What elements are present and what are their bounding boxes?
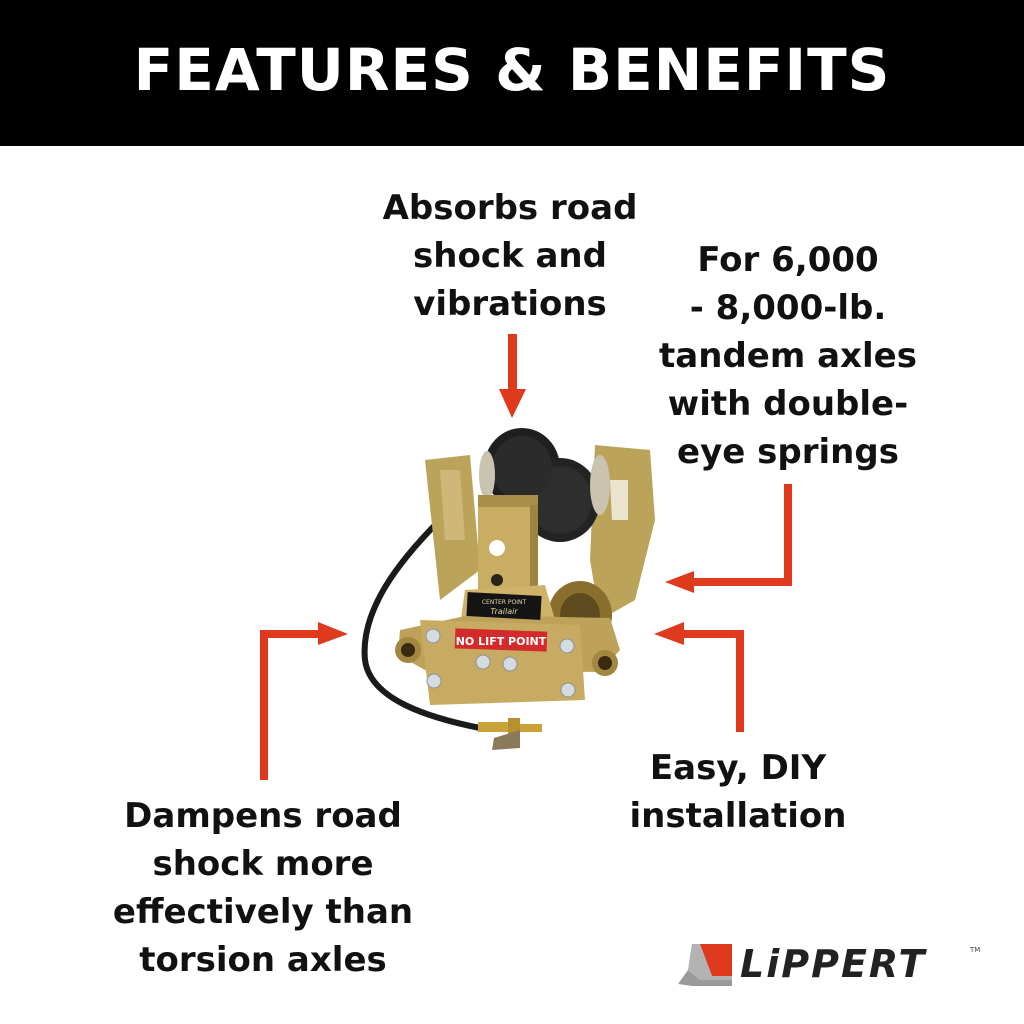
header-banner: FEATURES & BENEFITS [0, 0, 1024, 146]
air-suspension-product: CENTER POINT Trailair NO LIFT POINT [361, 428, 655, 750]
callout-line: Absorbs road [382, 188, 638, 228]
callout-line: shock more [152, 844, 374, 884]
arrow-left-easy-icon [654, 622, 744, 732]
callout-line: shock and [413, 236, 607, 276]
arrow-down-icon [499, 334, 526, 418]
callout-axle-capacity: For 6,000 - 8,000-lb. tandem axles with … [648, 236, 928, 476]
callout-dampens-shock: Dampens road shock more effectively than… [100, 792, 426, 984]
callout-line: installation [629, 796, 847, 836]
no-lift-point-label: NO LIFT POINT [456, 635, 547, 648]
logo-wordmark: LiPPERT [740, 942, 927, 986]
page-title: FEATURES & BENEFITS [133, 36, 891, 104]
callout-line: - 8,000-lb. [689, 288, 887, 328]
callout-easy-install: Easy, DIY installation [618, 744, 858, 840]
callout-line: Easy, DIY [649, 748, 827, 788]
callout-line: torsion axles [139, 940, 387, 980]
callout-line: For 6,000 [697, 240, 879, 280]
name-plate-text: CENTER POINT [482, 599, 527, 606]
callout-line: effectively than [112, 892, 414, 932]
callout-line: eye springs [677, 432, 899, 472]
callout-line: tandem axles [659, 336, 917, 376]
arrow-right-dampens-icon [260, 622, 348, 780]
trademark: TM [970, 946, 981, 954]
callout-line: vibrations [413, 284, 607, 324]
lippert-mark-icon [678, 944, 732, 986]
callout-line: Dampens road [124, 796, 402, 836]
lippert-logo: LiPPERT TM [678, 940, 981, 990]
arrow-left-axles-icon [665, 484, 792, 593]
callout-absorbs-shock: Absorbs road shock and vibrations [370, 184, 650, 328]
callout-line: with double- [667, 384, 909, 424]
name-plate-brand: Trailair [490, 607, 518, 616]
